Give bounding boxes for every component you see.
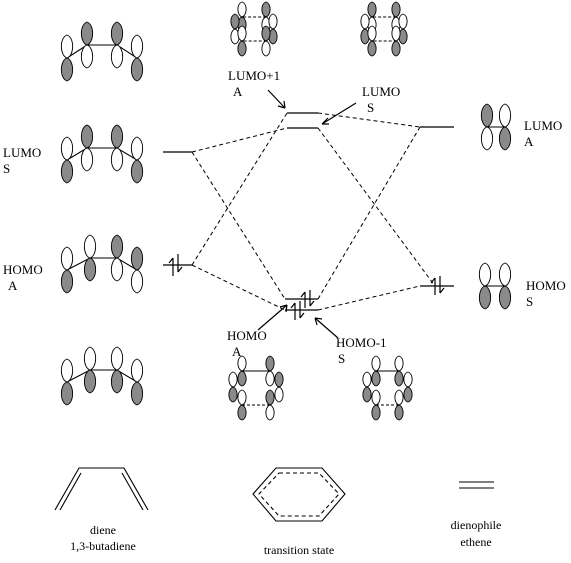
dienophile-structure [459, 481, 494, 489]
diene-homo-electrons [168, 254, 183, 276]
ts-homo-label: HOMO [227, 328, 267, 343]
diene-caption-line1: diene [90, 523, 116, 537]
diene-caption-line2: 1,3-butadiene [70, 539, 136, 553]
ts-lumo-label: LUMO [362, 84, 400, 99]
diene-homo-symmetry: A [8, 278, 18, 293]
diene-lumo-symmetry: S [3, 161, 10, 176]
dienophile-caption-line1: dienophile [451, 518, 502, 532]
ts-lumo-plus1-symmetry: A [233, 84, 243, 99]
diene-psi1-orbital [60, 346, 144, 406]
correlation-lines [191, 112, 436, 311]
diene-structure [54, 467, 149, 511]
ts-homo-minus1-label: HOMO-1 [336, 335, 387, 350]
ts-homo-arrow [257, 304, 288, 331]
ts-lumo-plus1-label: LUMO+1 [228, 68, 280, 83]
ts-homo-electrons [300, 290, 315, 308]
diene-lumo-label: LUMO [3, 145, 41, 160]
dienophile-homo-label: HOMO [526, 278, 566, 293]
diene-homo-orbital [60, 234, 144, 294]
ts-lumo-plus1-arrow [267, 89, 286, 109]
dienophile-lumo-symmetry: A [524, 134, 534, 149]
dienophile-lumo-label: LUMO [524, 118, 562, 133]
dienophile-caption-line2: ethene [460, 535, 491, 549]
dienophile-homo-orbital [478, 262, 512, 310]
ts-lumo-arrow [321, 102, 357, 125]
ts-orbital-homo-minus1 [362, 355, 413, 421]
diene-psi4-orbital [60, 21, 144, 82]
ts-homo-minus1-arrow [314, 317, 339, 339]
diene-lumo-orbital [60, 124, 144, 184]
ts-homo-minus1-symmetry: S [338, 351, 345, 366]
ts-lumo-symmetry: S [367, 100, 374, 115]
ts-homo-minus1-electrons [290, 301, 305, 320]
dienophile-lumo-orbital [480, 103, 512, 151]
transition-state-caption: transition state [264, 543, 334, 557]
dienophile-homo-symmetry: S [526, 294, 533, 309]
ts-orbital-top-left [230, 1, 278, 57]
diene-homo-label: HOMO [3, 262, 43, 277]
transition-state-structure [252, 467, 346, 522]
ts-orbital-top-right [360, 1, 408, 57]
ts-homo-symmetry: A [232, 344, 242, 359]
ts-orbital-homo [228, 355, 284, 421]
